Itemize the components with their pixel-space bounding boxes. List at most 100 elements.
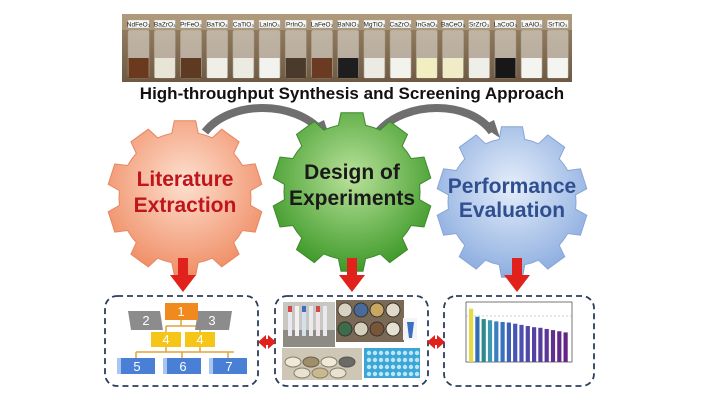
vial-label-tag xyxy=(311,19,333,29)
vial-powder xyxy=(180,58,202,78)
well xyxy=(414,364,420,370)
hier-node-2 xyxy=(128,311,163,330)
vial: LaCoO₃ xyxy=(494,19,518,79)
well xyxy=(390,364,396,370)
vial: MgTiO₃ xyxy=(363,19,386,79)
hierarchy-diagram: 2 3 1 4 4 5 6 7 xyxy=(117,303,247,374)
vial: CaTiO₃ xyxy=(232,19,255,79)
vial-label: LaInO₃ xyxy=(259,22,280,29)
vial-label: BaNiO₃ xyxy=(337,22,359,29)
well xyxy=(408,350,414,356)
vial-label: BaZrO₃ xyxy=(154,22,176,29)
photo-pipette xyxy=(403,318,417,340)
vial-powder xyxy=(521,58,542,78)
well xyxy=(402,364,408,370)
vial: CaZrO₃ xyxy=(390,19,413,79)
vial-label-tag xyxy=(337,19,360,29)
vial: BaTiO₃ xyxy=(206,19,229,79)
well xyxy=(402,371,408,377)
hier-node-3-label: 3 xyxy=(208,313,215,328)
vial-powder xyxy=(233,58,254,78)
vial: PrInO₃ xyxy=(284,19,307,79)
well xyxy=(396,357,402,363)
vial-label: PrFeO₃ xyxy=(180,22,202,29)
gear-literature-line1: Literature xyxy=(137,168,234,191)
vial-powder xyxy=(259,58,280,78)
vial-label-tag xyxy=(416,19,438,29)
hier-node-1-label: 1 xyxy=(177,304,184,319)
vial-label: InGaO₃ xyxy=(416,22,438,29)
mini-chart-bar xyxy=(487,320,493,362)
mini-chart-bar xyxy=(481,319,486,362)
well xyxy=(384,364,390,370)
vial-label: LaFeO₃ xyxy=(311,22,334,29)
well xyxy=(414,371,420,377)
gear-literature-line2: Extraction xyxy=(134,194,237,217)
vial-label: LaAlO₃ xyxy=(521,22,542,29)
vial-label: CaTiO₃ xyxy=(233,22,255,29)
well xyxy=(384,357,390,363)
mini-chart-bar xyxy=(538,327,543,362)
mini-chart-bar xyxy=(557,331,562,362)
vial-label-tag xyxy=(442,19,464,29)
vial-powder xyxy=(495,58,516,78)
well xyxy=(396,371,402,377)
well xyxy=(384,350,390,356)
vial-label-tag xyxy=(494,19,517,29)
well xyxy=(396,350,402,356)
page-title: High-throughput Synthesis and Screening … xyxy=(140,84,564,103)
gear-performance-line2: Evaluation xyxy=(459,199,565,222)
mini-chart-bar xyxy=(494,321,499,362)
vial-label-tag xyxy=(468,19,491,29)
well xyxy=(378,350,384,356)
hier-node-4b-label: 4 xyxy=(196,332,203,347)
well xyxy=(408,357,414,363)
curved-arrow-2-head xyxy=(482,120,500,138)
photo-sample-jars xyxy=(336,300,404,342)
vial: SrTiO₃ xyxy=(546,19,569,79)
vial-label-tag xyxy=(520,19,543,29)
hier-node-7-label: 7 xyxy=(225,359,232,374)
vial-label-tag xyxy=(180,19,202,29)
vial-powder xyxy=(416,58,437,78)
well xyxy=(372,357,378,363)
well xyxy=(408,364,414,370)
vial: BaZrO₃ xyxy=(153,19,176,79)
vial-powder xyxy=(311,58,333,78)
vial-label-tag xyxy=(206,19,229,29)
vial-label-tag xyxy=(547,19,569,29)
vial-label-tag xyxy=(153,19,176,29)
photo-ceramic-dishes xyxy=(282,348,362,380)
well xyxy=(366,371,372,377)
mini-chart-bar xyxy=(469,308,474,362)
down-arrow-2 xyxy=(339,258,365,292)
performance-bar-chart-thumbnail xyxy=(465,301,573,363)
vial-powder xyxy=(338,58,359,78)
vial-label: BaTiO₃ xyxy=(207,22,228,29)
hier-node-3 xyxy=(195,311,232,330)
well xyxy=(366,357,372,363)
mini-chart-bar xyxy=(513,323,518,362)
mini-chart-bar xyxy=(550,330,556,362)
gear-performance-line1: Performance xyxy=(448,175,576,198)
vial-label: LaCoO₃ xyxy=(494,22,518,29)
down-arrow-1 xyxy=(170,258,196,292)
mini-chart-bar xyxy=(506,322,511,362)
mini-chart-bar xyxy=(519,324,524,362)
vial-powder xyxy=(442,58,464,78)
well xyxy=(390,350,396,356)
vial: LaAlO₃ xyxy=(520,19,543,79)
vial-powder xyxy=(207,58,228,78)
mini-chart-bar xyxy=(532,327,537,362)
vial-label: CaZrO₃ xyxy=(390,22,413,29)
vial-powder xyxy=(469,58,490,78)
vial-powder xyxy=(154,58,175,78)
hier-node-4b xyxy=(185,332,215,347)
hier-node-2-label: 2 xyxy=(142,313,149,328)
vial-powder xyxy=(285,58,306,78)
vial: BaCeO₃ xyxy=(441,19,465,79)
vial-powder xyxy=(364,58,385,78)
well xyxy=(378,364,384,370)
